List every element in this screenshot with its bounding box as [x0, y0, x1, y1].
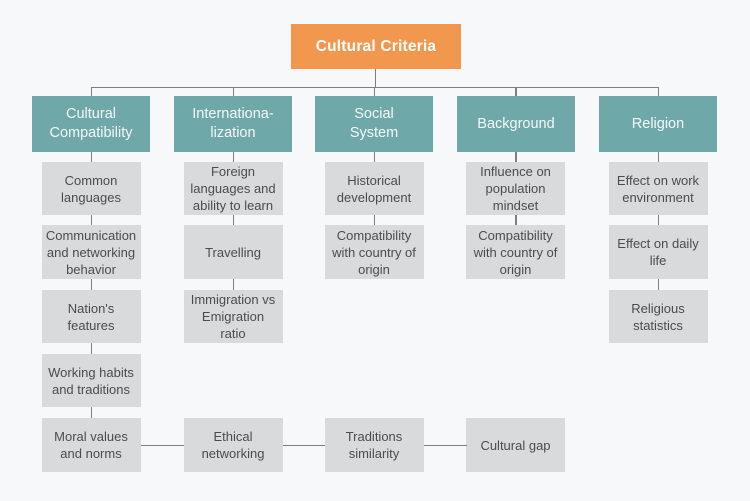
node-ethical-networking[interactable]: Ethical networking — [183, 418, 283, 472]
connector — [657, 279, 659, 290]
connector — [90, 87, 92, 96]
node-effect-daily-life[interactable]: Effect on daily life — [608, 225, 708, 279]
node-influence-population-mindset[interactable]: Influence on population mindset — [466, 162, 565, 215]
connector — [282, 444, 325, 446]
node-moral-values-norms[interactable]: Moral values and norms — [41, 418, 141, 472]
connector — [232, 215, 234, 225]
connector — [90, 343, 92, 354]
connector — [90, 407, 92, 418]
connector — [90, 152, 92, 162]
connector — [657, 152, 659, 162]
node-cultural-gap[interactable]: Cultural gap — [466, 418, 565, 472]
node-effect-work-environment[interactable]: Effect on work environment — [608, 162, 708, 215]
node-social-system[interactable]: Social System — [315, 96, 433, 152]
node-cultural-compatibility[interactable]: Cultural Compatibility — [32, 96, 150, 152]
connector — [657, 87, 659, 96]
connector — [90, 215, 92, 225]
node-nations-features[interactable]: Nation's features — [41, 290, 141, 343]
connector — [232, 152, 234, 162]
node-cultural-criteria[interactable]: Cultural Criteria — [291, 24, 461, 69]
node-working-habits-traditions[interactable]: Working habits and traditions — [41, 354, 141, 407]
connector — [373, 152, 375, 162]
node-historical-development[interactable]: Historical development — [324, 162, 424, 215]
connector — [515, 152, 517, 162]
node-religious-statistics[interactable]: Religious statistics — [608, 290, 708, 343]
node-travelling[interactable]: Travelling — [183, 225, 283, 279]
node-communication-networking-behavior[interactable]: Communication and networking behavior — [41, 225, 141, 279]
connector — [232, 279, 234, 290]
node-compatibility-country-origin-social[interactable]: Compatibility with country of origin — [324, 225, 424, 279]
connector — [373, 215, 375, 225]
connector — [90, 279, 92, 290]
node-compatibility-country-origin-background[interactable]: Compatibility with country of origin — [466, 225, 565, 279]
node-internationalization[interactable]: Internationa- lization — [174, 96, 292, 152]
connector — [232, 87, 234, 96]
node-traditions-similarity[interactable]: Traditions similarity — [324, 418, 424, 472]
connector — [374, 69, 376, 87]
node-immigration-emigration-ratio[interactable]: Immigration vs Emigration ratio — [183, 290, 283, 343]
node-foreign-languages[interactable]: Foreign languages and ability to learn — [183, 162, 283, 215]
node-religion[interactable]: Religion — [599, 96, 717, 152]
node-common-languages[interactable]: Common languages — [41, 162, 141, 215]
connector — [515, 87, 517, 96]
connector — [515, 215, 517, 225]
connector — [373, 87, 375, 96]
node-background[interactable]: Background — [457, 96, 575, 152]
connector — [140, 444, 184, 446]
connector — [657, 215, 659, 225]
connector — [423, 444, 467, 446]
